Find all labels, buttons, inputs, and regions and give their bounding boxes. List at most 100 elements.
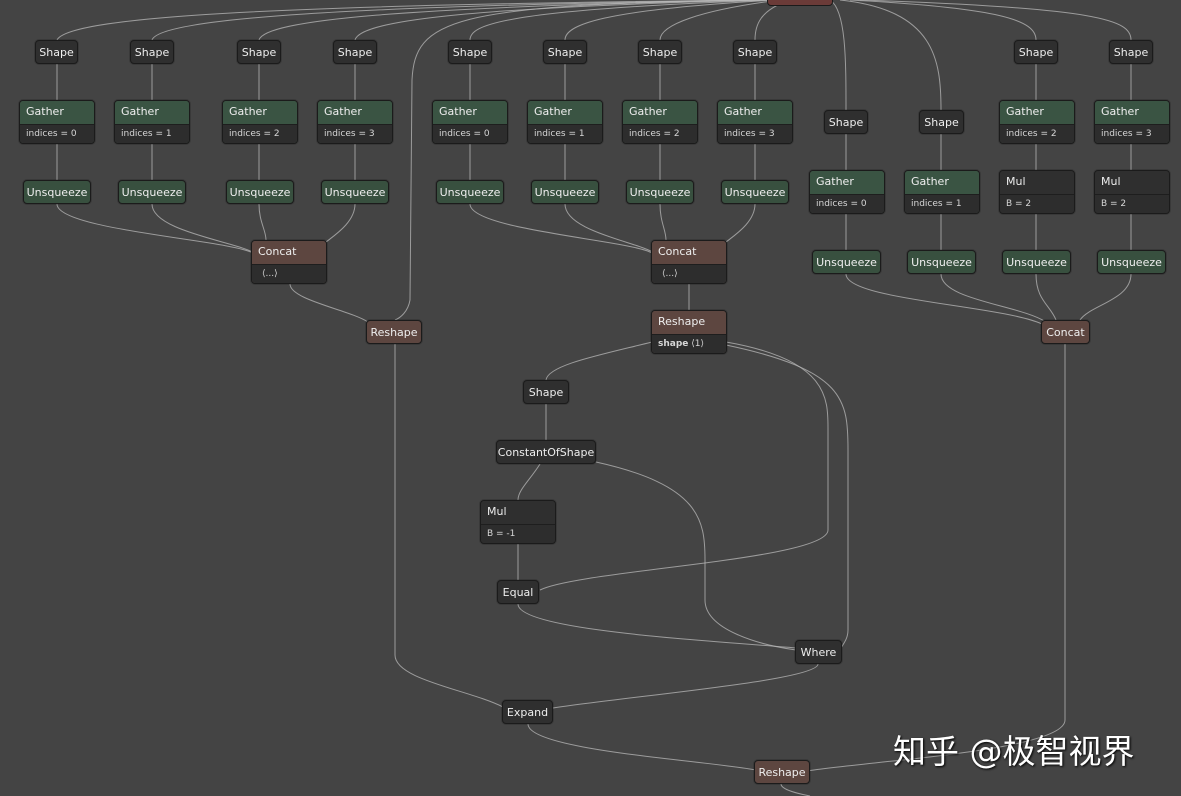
edge [754, 0, 791, 41]
node-label: Unsqueeze [1101, 255, 1162, 269]
edge [940, 273, 1047, 323]
node-label: Shape [452, 45, 488, 59]
unsqueeze-node[interactable]: Unsqueeze [812, 250, 881, 274]
node-attr: indices = 1 [115, 125, 189, 143]
concat-node[interactable]: Concat [1041, 320, 1090, 344]
attr-value: ⟨1⟩ [688, 339, 704, 349]
edge [527, 723, 757, 771]
unsqueeze-node[interactable]: Unsqueeze [1002, 250, 1071, 274]
unsqueeze-node[interactable]: Unsqueeze [118, 180, 186, 204]
concat-node[interactable]: Concat⟨...⟩ [251, 240, 327, 284]
watermark-text: 知乎 @极智视界 [893, 732, 1135, 771]
node-label: Gather [1095, 101, 1169, 125]
node-label: Reshape [758, 765, 806, 779]
shape-node[interactable]: Shape [1109, 40, 1153, 64]
edge [552, 663, 819, 709]
node-label: Gather [623, 101, 697, 125]
node-attr: ⟨...⟩ [252, 265, 326, 283]
unsqueeze-node[interactable]: Unsqueeze [1097, 250, 1166, 274]
node-label: Concat [1046, 325, 1085, 339]
node-label: Gather [20, 101, 94, 125]
node-attr: indices = 3 [318, 125, 392, 143]
unsqueeze-node[interactable]: Unsqueeze [626, 180, 694, 204]
node-label: Concat [652, 241, 726, 265]
unsqueeze-node[interactable]: Unsqueeze [907, 250, 976, 274]
equal-node[interactable]: Equal [497, 580, 539, 604]
shape-node[interactable]: Shape [1014, 40, 1058, 64]
input-node[interactable] [767, 0, 833, 6]
shape-node[interactable]: Shape [523, 380, 569, 404]
where-node[interactable]: Where [795, 640, 842, 664]
shape-node[interactable]: Shape [638, 40, 682, 64]
edge [725, 344, 849, 651]
node-label: Shape [1018, 45, 1054, 59]
node-attr: indices = 2 [623, 125, 697, 143]
reshape-node[interactable]: Reshape [754, 760, 810, 784]
attr-key: shape [658, 339, 689, 349]
edge [845, 273, 1043, 325]
edge [56, 203, 254, 254]
node-attr: indices = 2 [223, 125, 297, 143]
unsqueeze-node[interactable]: Unsqueeze [23, 180, 91, 204]
node-label: Gather [1000, 101, 1074, 125]
edge [859, 0, 1132, 41]
expand-node[interactable]: Expand [502, 700, 553, 724]
constant-of-shape-node[interactable]: ConstantOfShape [496, 440, 596, 464]
node-label: Unsqueeze [26, 185, 88, 199]
node-label: Unsqueeze [816, 255, 877, 269]
node-label: Reshape [370, 325, 418, 339]
node-label: Shape [737, 45, 773, 59]
node-label: Shape [528, 385, 564, 399]
node-attr: indices = 3 [718, 125, 792, 143]
shape-node[interactable]: Shape [824, 110, 868, 134]
shape-node[interactable]: Shape [543, 40, 587, 64]
edge [394, 344, 504, 708]
shape-node[interactable]: Shape [733, 40, 777, 64]
edge [517, 463, 541, 501]
unsqueeze-node[interactable]: Unsqueeze [226, 180, 294, 204]
shape-node[interactable]: Shape [237, 40, 281, 64]
unsqueeze-node[interactable]: Unsqueeze [321, 180, 389, 204]
unsqueeze-node[interactable]: Unsqueeze [531, 180, 599, 204]
edge [469, 203, 653, 254]
shape-node[interactable]: Shape [333, 40, 377, 64]
node-label: Unsqueeze [439, 185, 501, 199]
concat-node[interactable]: Concat⟨...⟩ [651, 240, 727, 284]
shape-node[interactable]: Shape [35, 40, 78, 64]
reshape-node[interactable]: Reshape [366, 320, 422, 344]
edge [659, 203, 667, 241]
node-label: Unsqueeze [724, 185, 786, 199]
edge [325, 203, 356, 243]
unsqueeze-node[interactable]: Unsqueeze [436, 180, 504, 204]
shape-node[interactable]: Shape [448, 40, 492, 64]
node-attr: ⟨...⟩ [652, 265, 726, 283]
edge [151, 0, 756, 41]
unsqueeze-node[interactable]: Unsqueeze [721, 180, 789, 204]
node-label: Equal [502, 585, 534, 599]
edge [564, 0, 776, 41]
edge [1079, 273, 1132, 321]
edge [469, 0, 771, 41]
node-label: Gather [528, 101, 602, 125]
node-label: Shape [1113, 45, 1149, 59]
shape-node[interactable]: Shape [919, 110, 964, 134]
node-label: Gather [433, 101, 507, 125]
shape-node[interactable]: Shape [130, 40, 174, 64]
